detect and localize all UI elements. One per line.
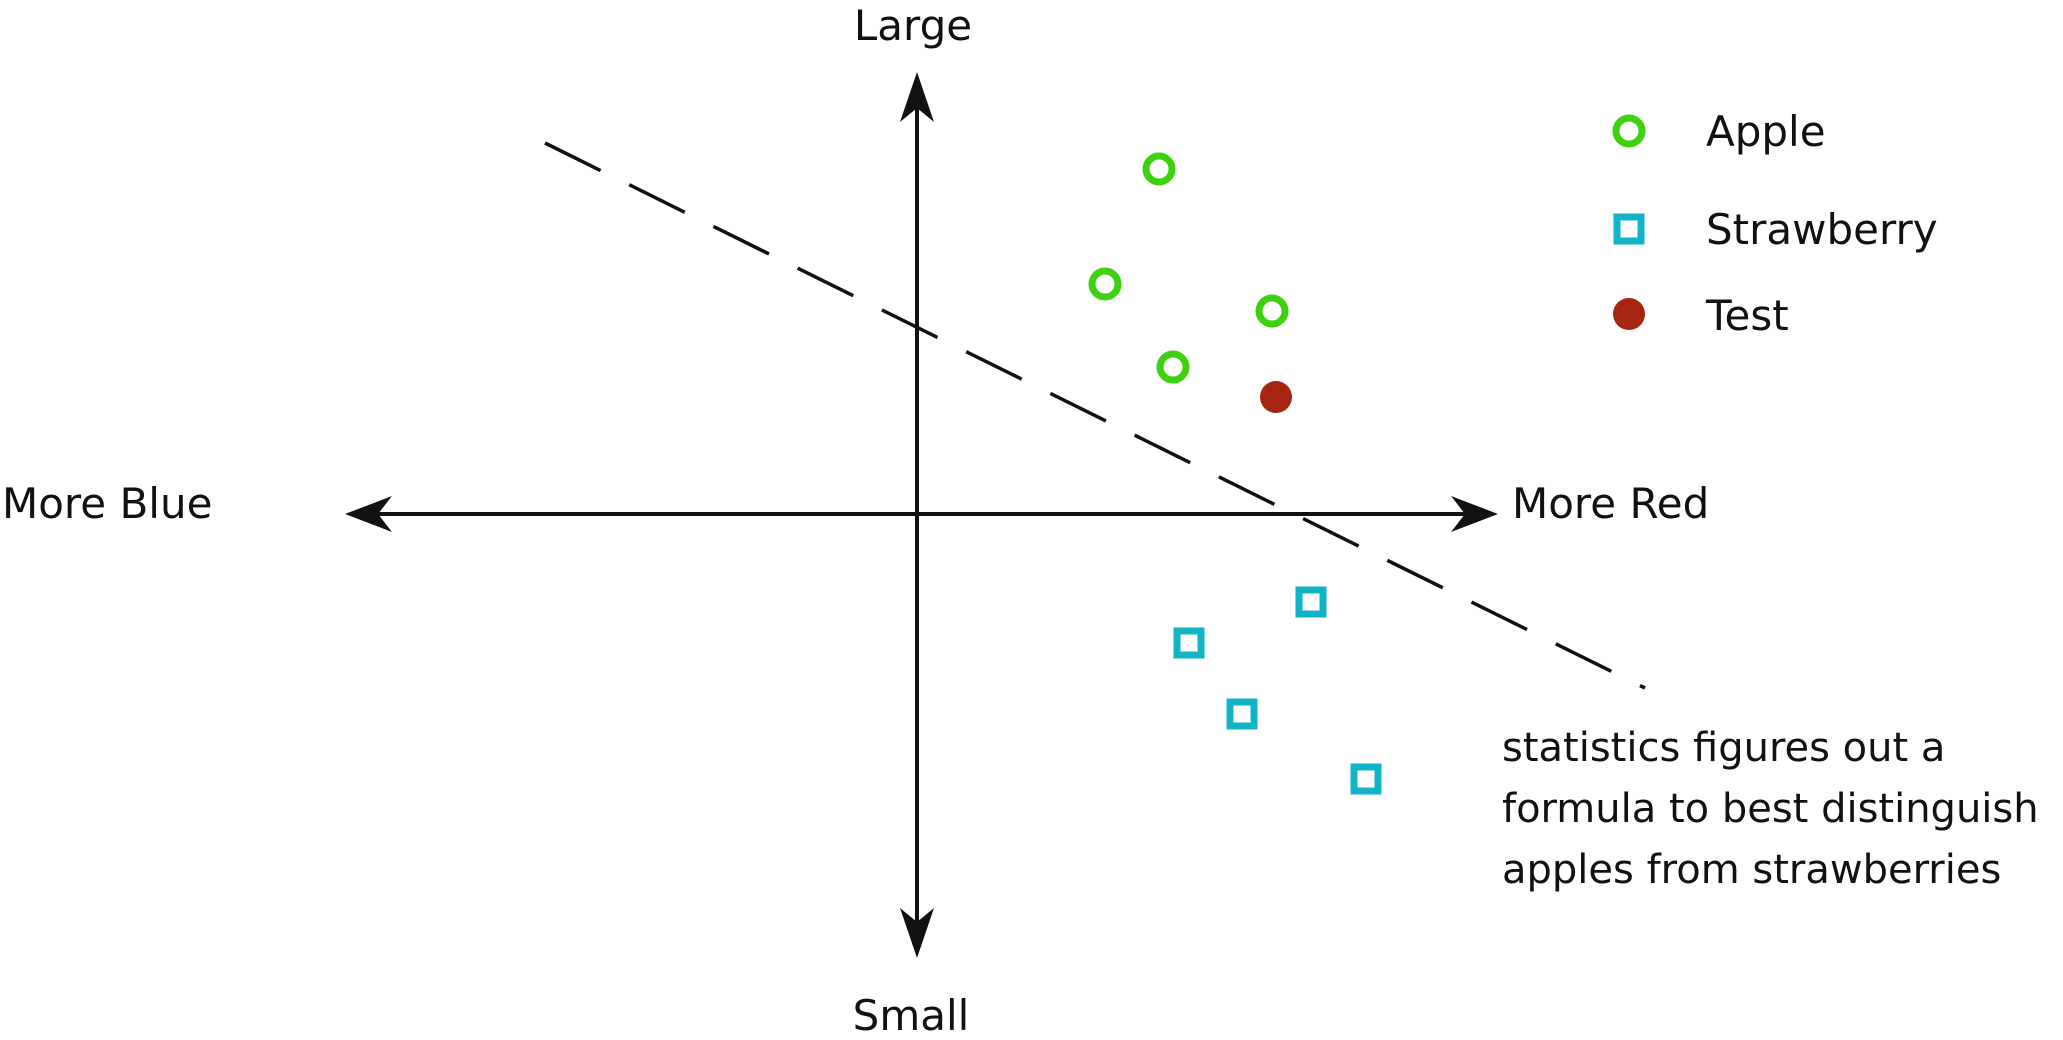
legend-apple-label: Apple [1706,107,1826,156]
arrow-left-icon [345,496,392,532]
strawberry-points [1173,586,1382,795]
legend-strawberry-label: Strawberry [1706,205,1938,254]
arrow-right-icon [1451,496,1498,532]
annotation-line: apples from strawberries [1502,847,2001,893]
arrow-down-icon [900,908,934,958]
apple-point [1142,152,1176,186]
apple-point [1156,350,1190,384]
annotation: statistics figures out a formula to best… [1502,725,2039,893]
test-point [1260,381,1292,413]
legend-test-label: Test [1705,291,1789,340]
axis-label-left: More Blue [2,479,212,528]
apple-point [1255,294,1289,328]
decision-boundary [544,141,1646,690]
legend-apple-marker [1612,114,1646,148]
legend: Apple Strawberry Test [1612,107,1938,340]
annotation-line: statistics figures out a [1502,725,1945,771]
apple-point [1088,267,1122,301]
strawberry-point [1350,763,1382,795]
strawberry-point [1295,586,1327,618]
legend-strawberry-marker [1613,213,1645,245]
axis-label-bottom: Small [853,991,970,1040]
axis-label-top: Large [854,1,972,50]
apple-points [1088,152,1289,384]
strawberry-point [1173,627,1205,659]
strawberry-point [1226,698,1258,730]
annotation-line: formula to best distinguish [1502,786,2039,832]
legend-test-marker [1613,298,1645,330]
axis-label-right: More Red [1512,479,1709,528]
arrow-up-icon [900,72,934,122]
